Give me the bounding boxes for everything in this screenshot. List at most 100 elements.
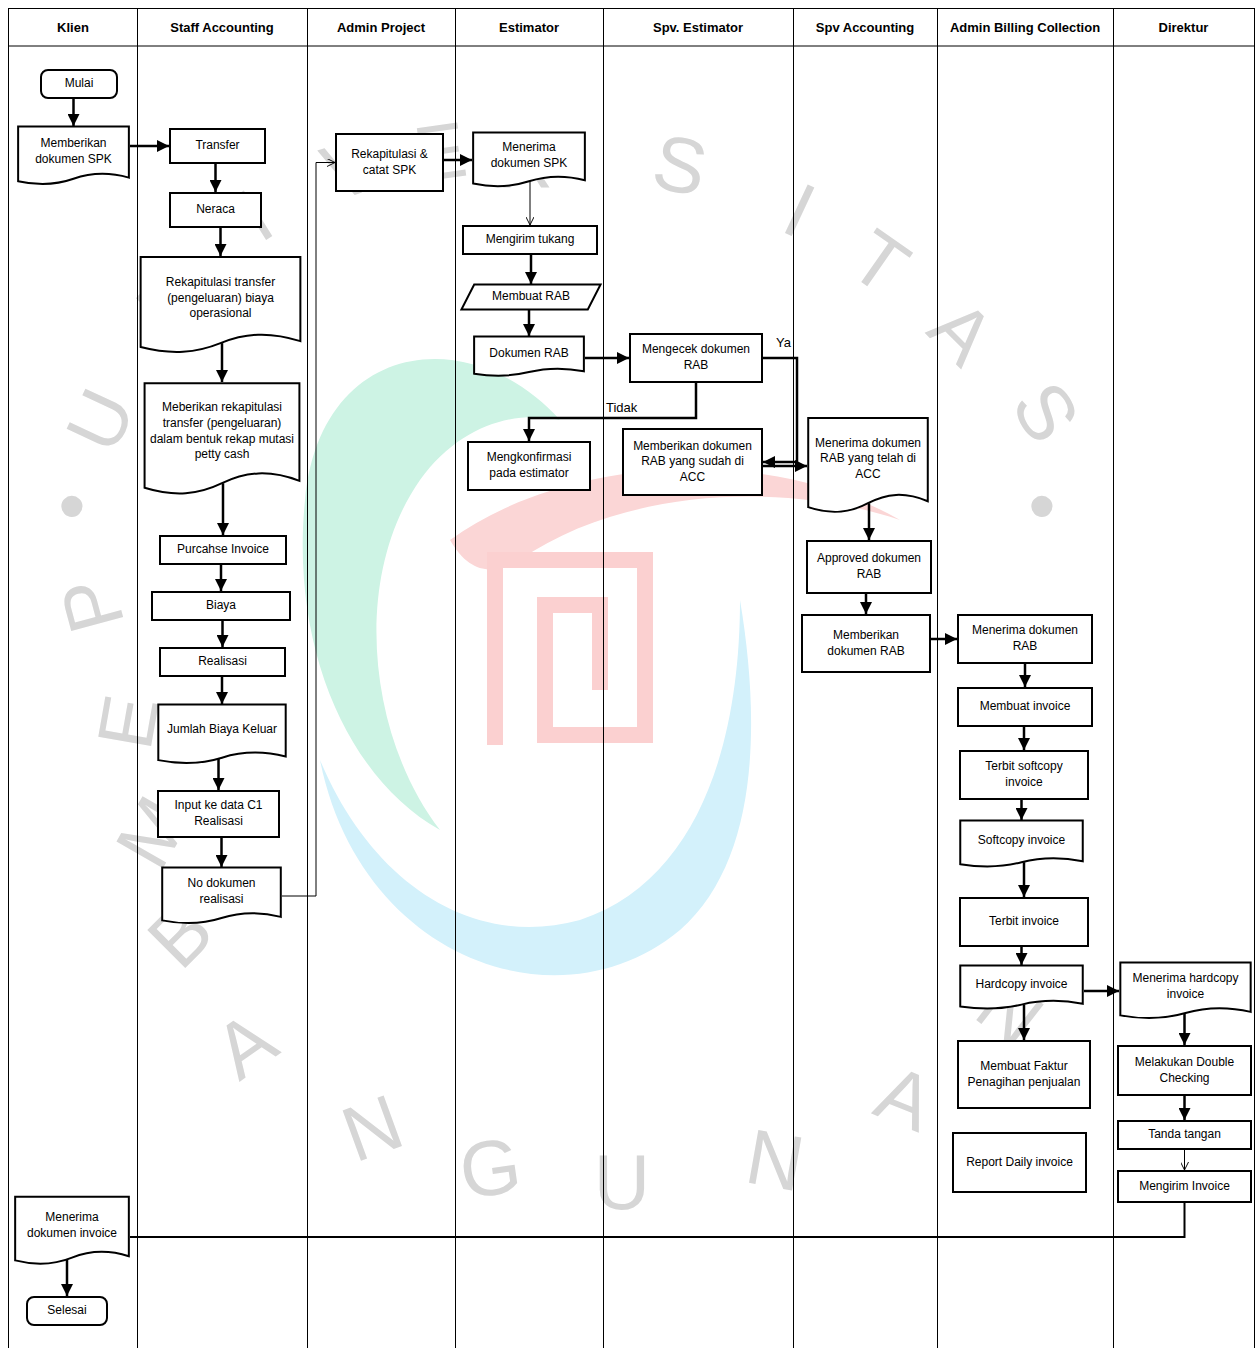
logo-blue-arc [320, 600, 751, 975]
flow-connector [66, 1258, 69, 1296]
flow-connector [72, 99, 75, 126]
document-outline [15, 1197, 129, 1264]
node-text: Memberikan dokumen SPK [22, 136, 125, 167]
node-text: Input ke data C1 Realisasi [164, 798, 273, 829]
swimlane: KlienMulaiMemberikan dokumen SPK Menerima… [8, 8, 138, 1348]
node-text: Softcopy invoice [978, 833, 1065, 849]
node-text: Terbit softcopy invoice [966, 759, 1082, 790]
flow-connector [220, 838, 223, 867]
lane-header: Klien [9, 9, 137, 46]
node-text: Mengirim tukang [486, 232, 575, 248]
process-box: Membuat Faktur Penagihan penjualan [957, 1040, 1091, 1109]
node-text: Transfer [195, 138, 239, 154]
node-text: Tanda tangan [1148, 1127, 1221, 1143]
document-outline [474, 336, 584, 375]
document-outline [162, 868, 281, 924]
process-box: Menerima dokumen RAB [957, 614, 1093, 664]
lane-header: Admin Billing Collection [937, 9, 1113, 46]
flow-connector [763, 465, 807, 468]
flow-connector [220, 565, 223, 591]
node-text: Membuat invoice [980, 699, 1071, 715]
node-text: Melakukan Double Checking [1124, 1055, 1245, 1086]
watermark-letter: U [53, 378, 148, 462]
swimlane: EstimatorMenerima dokumen SPKMengirim tu… [455, 8, 604, 1348]
document-shape: Dokumen RAB [473, 336, 585, 377]
watermark-letter: P [48, 570, 137, 640]
process-box: Membuat invoice [957, 687, 1093, 727]
swimlane: DirekturMenerima hardcopy invoiceMelakuk… [1113, 8, 1255, 1348]
document-shape: Menerima dokumen SPK [472, 132, 586, 188]
flow-connector [865, 594, 868, 614]
node-text: Menerima dokumen SPK [477, 140, 581, 171]
watermark-letter: N [740, 1117, 809, 1204]
io-parallelogram: Membuat RAB [460, 284, 602, 310]
watermark-letter: A [201, 998, 288, 1092]
node-text: Rekapitulasi & catat SPK [342, 147, 437, 178]
node-text: Mengecek dokumen RAB [636, 342, 756, 373]
process-box: Terbit softcopy invoice [959, 750, 1089, 800]
document-outline [960, 820, 1083, 866]
document-outline [1120, 963, 1250, 1019]
node-text: Biaya [206, 598, 236, 614]
document-outline [473, 133, 585, 187]
flow-connector [1023, 862, 1026, 897]
watermark-letter: N [332, 1082, 412, 1175]
node-text: Membuat RAB [492, 289, 570, 305]
watermark-letter: • [1028, 466, 1055, 544]
document-outline [18, 127, 129, 185]
process-box: Transfer [169, 128, 266, 164]
process-box: Memberikan dokumen RAB yang sudah di ACC [622, 428, 763, 496]
document-outline [141, 257, 301, 352]
watermark-letter: • [58, 466, 85, 544]
flow-connector [130, 145, 169, 148]
flow-connector [530, 181, 531, 225]
header-rule [8, 46, 1254, 47]
swimlane: Admin ProjectRekapitulasi & catat SPK [307, 8, 456, 1348]
shape-outline [807, 417, 929, 515]
watermark-letter: A [866, 1052, 943, 1144]
shape-outline [139, 256, 302, 355]
process-box: Realisasi [159, 647, 286, 677]
node-text: Menerima dokumen RAB yang telah di ACC [812, 436, 924, 483]
document-shape: Memberikan dokumen SPK [17, 126, 130, 186]
terminator: Mulai [40, 69, 118, 99]
flow-connector [444, 159, 472, 162]
process-box: Input ke data C1 Realisasi [157, 790, 280, 838]
document-shape: Menerima dokumen invoice [14, 1196, 130, 1266]
flow-connector [222, 483, 225, 535]
flow-connector [530, 255, 533, 284]
process-box: Neraca [169, 192, 262, 228]
document-shape: Menerima dokumen RAB yang telah di ACC [807, 417, 929, 515]
lane-header: Staff Accounting [137, 9, 307, 46]
flow-connector [763, 358, 797, 462]
process-box: Mengkonfirmasi pada estimator [467, 441, 591, 491]
node-text: Selesai [47, 1303, 86, 1319]
process-box: Report Daily invoice [952, 1132, 1087, 1193]
flow-connector [221, 343, 224, 382]
process-box: Mengirim Invoice [1117, 1170, 1252, 1203]
process-box: Mengecek dokumen RAB [629, 333, 763, 383]
node-text: No dokumen realisasi [166, 876, 277, 907]
flow-connector [868, 503, 871, 540]
process-box: Mengirim tukang [462, 225, 598, 255]
watermark-letter: S [999, 369, 1093, 454]
node-text: Approved dokumen RAB [813, 551, 925, 582]
process-box: Rekapitulasi & catat SPK [335, 133, 444, 192]
process-box: Memberikan dokumen RAB [801, 614, 931, 673]
node-text: Mengirim Invoice [1139, 1179, 1230, 1195]
process-box: Tanda tangan [1117, 1120, 1252, 1150]
process-box: Terbit invoice [959, 897, 1089, 947]
flow-connector [1024, 664, 1027, 687]
lane-header: Spv Accounting [793, 9, 937, 46]
process-box: Biaya [151, 591, 291, 621]
document-shape: Softcopy invoice [959, 820, 1084, 868]
flow-connector [931, 638, 957, 641]
node-text: Jumlah Biaya Keluar [167, 722, 277, 738]
node-text: Memberikan dokumen RAB [808, 628, 924, 659]
document-shape: No dokumen realisasi [161, 867, 282, 925]
document-shape: Hardcopy invoice [959, 965, 1084, 1010]
document-shape: Rekapitulasi transfer (pengeluaran) biay… [139, 256, 302, 355]
watermark-letter: T [838, 216, 922, 307]
flow-connector [217, 758, 220, 790]
swimlane: Staff AccountingTransferNeracaRekapitula… [137, 8, 308, 1348]
